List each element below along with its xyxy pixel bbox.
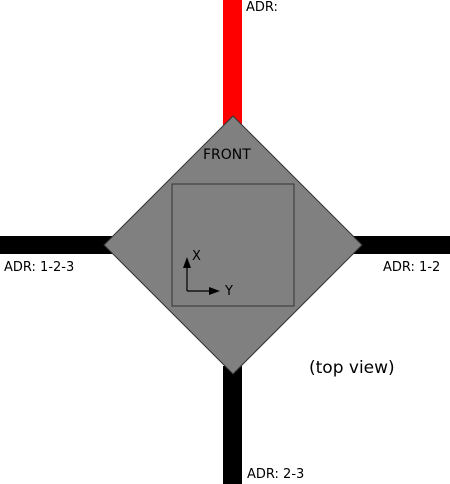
label-view-note: (top view)	[309, 358, 395, 378]
pipe-right	[352, 236, 450, 254]
junction-body	[103, 115, 363, 375]
label-axis-x: X	[192, 249, 201, 264]
pipe-top	[223, 0, 242, 125]
label-bottom-adr: ADR: 2-3	[247, 467, 305, 482]
label-front: FRONT	[203, 147, 251, 163]
pipe-bottom	[223, 366, 242, 484]
axis-x-arrowhead	[183, 257, 191, 268]
label-axis-y: Y	[225, 284, 233, 299]
label-right-adr: ADR: 1-2	[383, 260, 441, 275]
pipe-left	[0, 236, 112, 254]
inner-square	[171, 183, 295, 307]
axis-y-arrowhead	[209, 287, 220, 295]
label-left-adr: ADR: 1-2-3	[4, 260, 75, 275]
label-top-adr: ADR:	[246, 0, 278, 15]
